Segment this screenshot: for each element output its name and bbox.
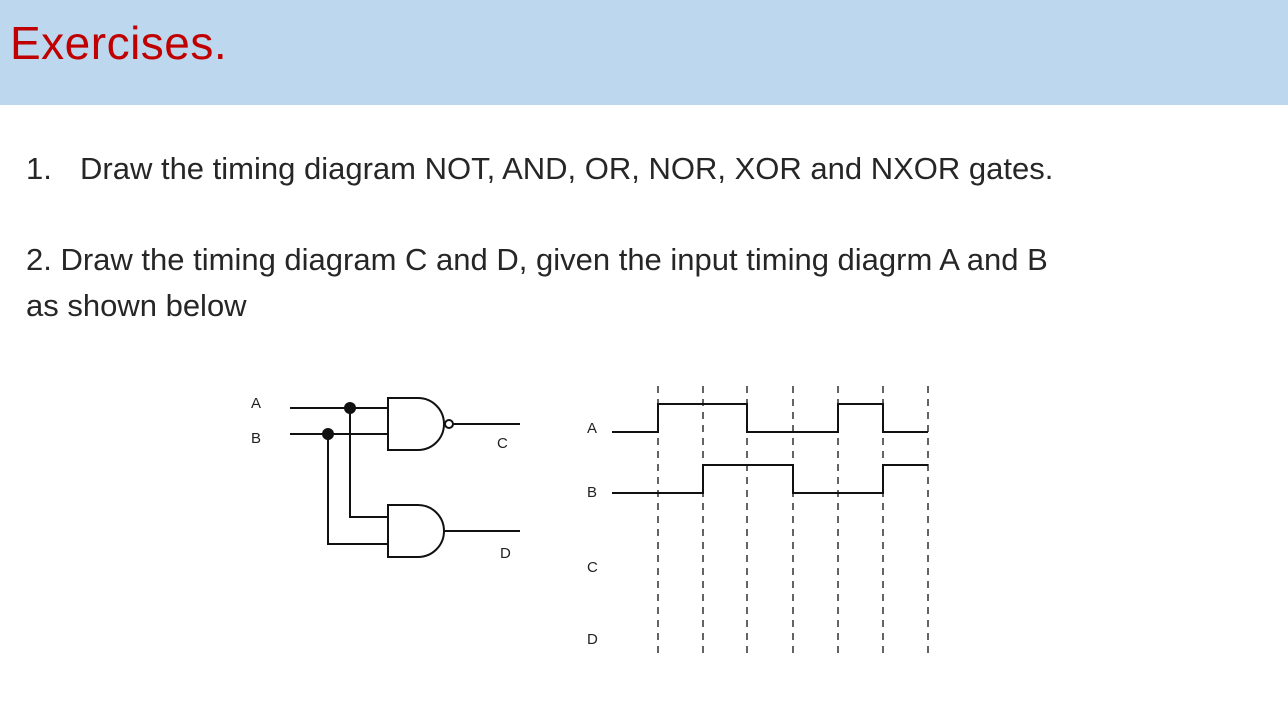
circuit-label-a: A [251, 395, 261, 412]
question-1-number: 1. [26, 151, 52, 186]
question-1-text: Draw the timing diagram NOT, AND, OR, NO… [80, 151, 1054, 186]
and-gate [387, 504, 445, 558]
circuit-label-b: B [251, 430, 261, 447]
input-a-branch-wire [349, 408, 388, 518]
timing-label-b: B [587, 484, 597, 501]
nand-bubble [444, 419, 454, 429]
question-2: 2. Draw the timing diagram C and D, give… [26, 237, 1048, 329]
slide-title: Exercises. [10, 17, 228, 69]
circuit-label-d: D [500, 545, 511, 562]
title-bar [0, 0, 1288, 105]
timing-label-d: D [587, 631, 598, 648]
timing-label-a: A [587, 420, 597, 437]
junction-b-dot [322, 428, 334, 440]
question-1: 1. Draw the timing diagram NOT, AND, OR, … [26, 146, 1053, 192]
input-b-branch-wire [327, 434, 388, 545]
waveform-b [612, 464, 928, 494]
timing-grid [657, 386, 929, 656]
logic-circuit [290, 397, 520, 558]
nand-gate [387, 397, 445, 451]
question-2-line-2: as shown below [26, 288, 247, 323]
circuit-label-c: C [497, 435, 508, 452]
waveform-a [612, 403, 928, 433]
timing-label-c: C [587, 559, 598, 576]
timing-waveforms [612, 403, 928, 494]
junction-a-dot [344, 402, 356, 414]
question-2-line-1: 2. Draw the timing diagram C and D, give… [26, 242, 1048, 277]
